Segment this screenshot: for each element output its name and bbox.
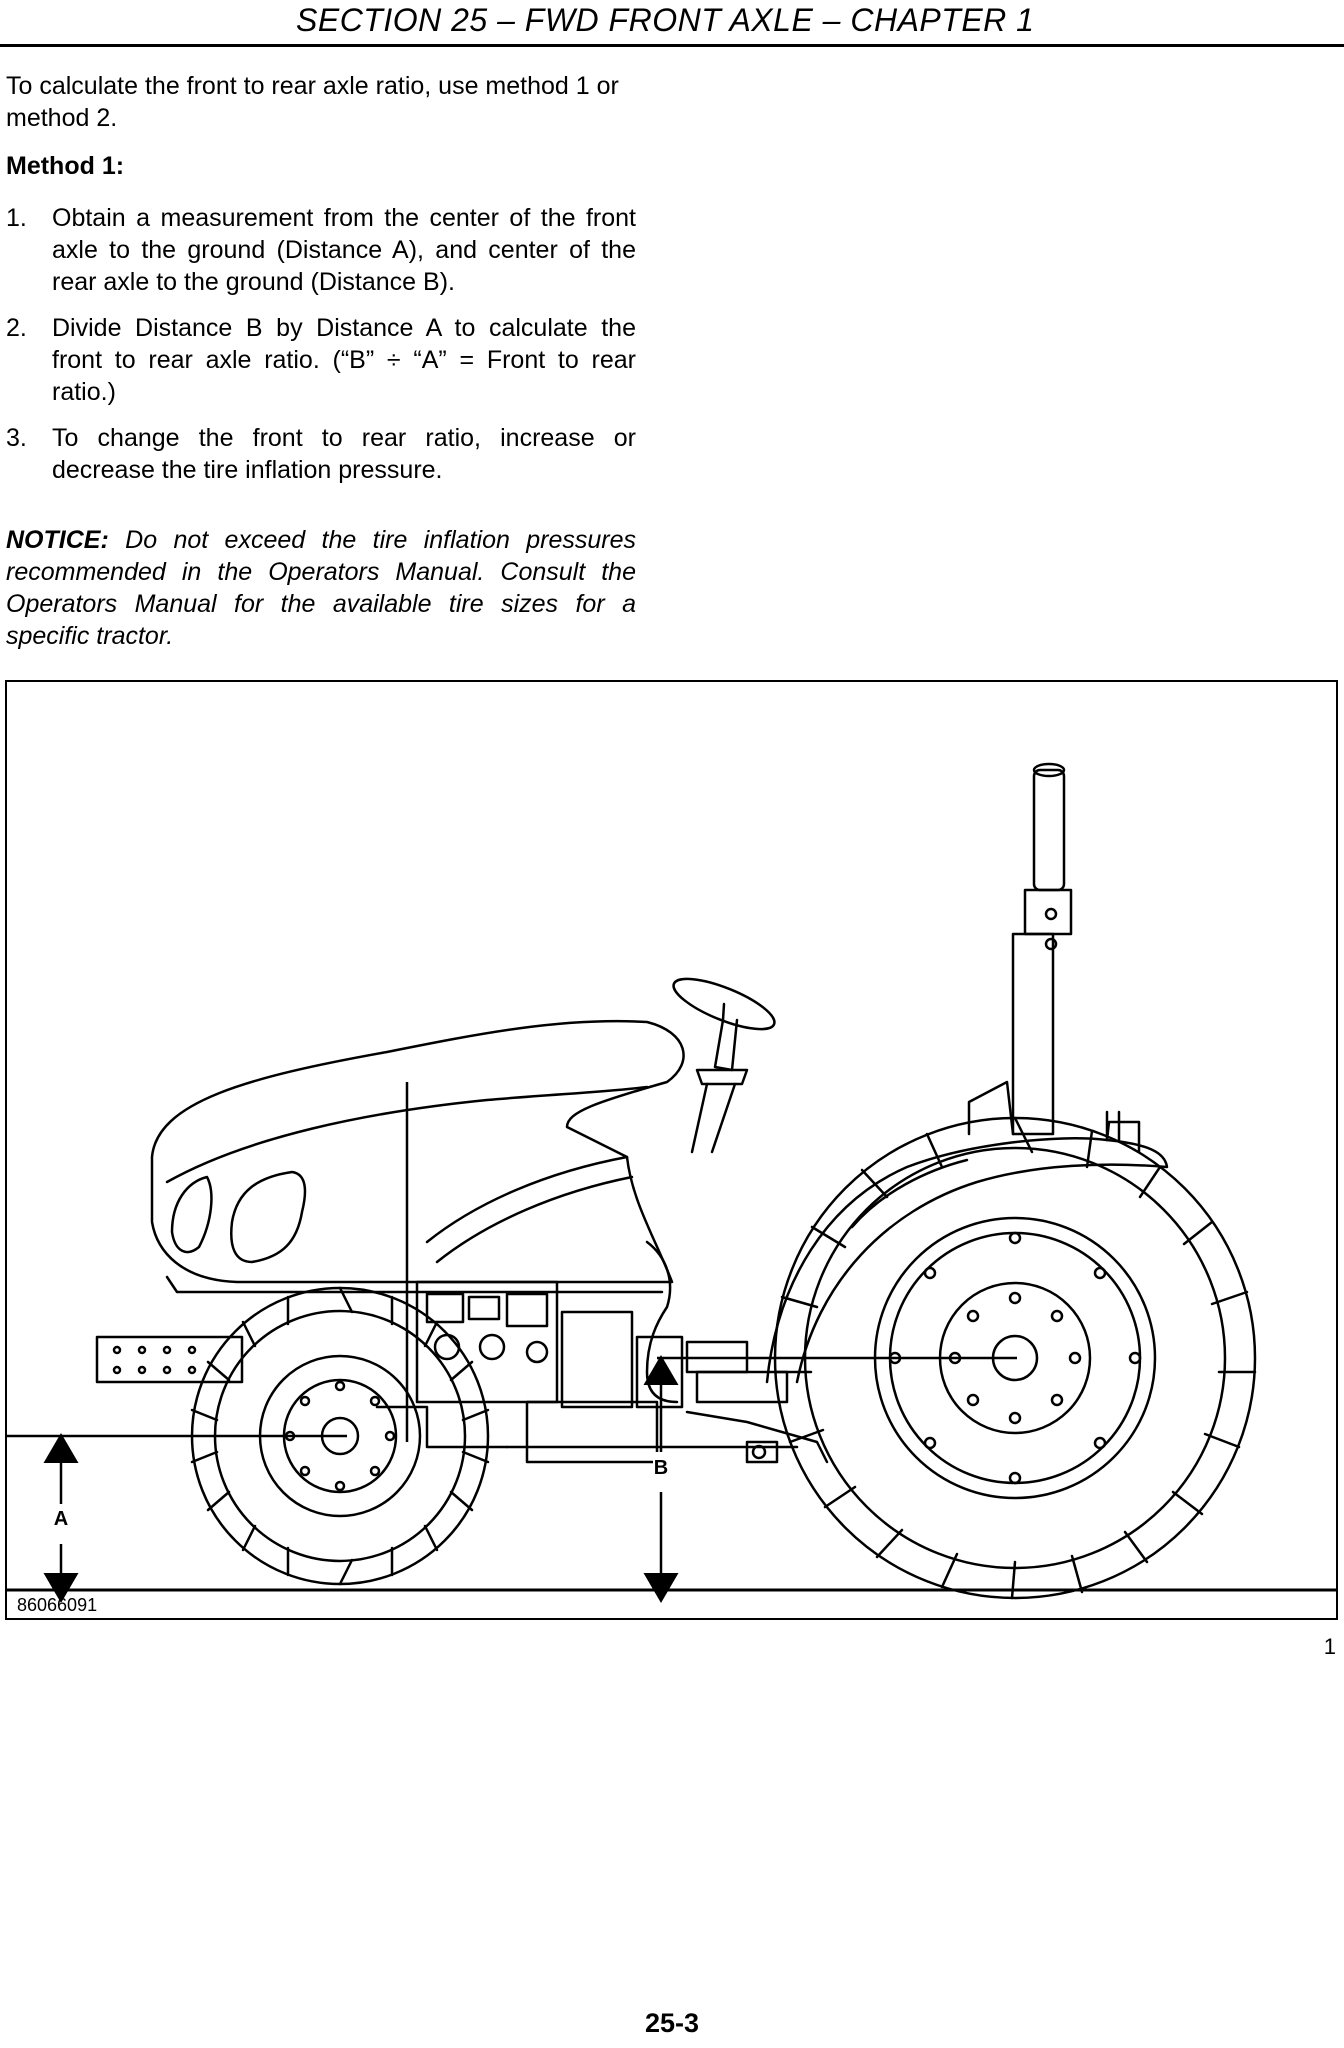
list-item: 3. To change the front to rear ratio, in… <box>6 422 636 486</box>
step-number: 1. <box>6 204 27 232</box>
figure-id: 86066091 <box>17 1595 98 1615</box>
step-text: Obtain a measurement from the center of … <box>52 204 636 296</box>
method-heading: Method 1: <box>6 152 125 180</box>
label-b: B <box>654 1457 668 1479</box>
list-item: 1. Obtain a measurement from the center … <box>6 202 636 298</box>
step-text: To change the front to rear ratio, incre… <box>52 424 636 484</box>
step-number: 2. <box>6 314 27 342</box>
steps-list: 1. Obtain a measurement from the center … <box>6 202 636 500</box>
step-text: Divide Distance B by Distance A to calcu… <box>52 314 636 406</box>
label-a: A <box>54 1508 68 1530</box>
engine-block <box>375 1240 829 1464</box>
hood <box>150 1019 685 1294</box>
figure-number: 1 <box>1323 1634 1336 1659</box>
page-header: SECTION 25 – FWD FRONT AXLE – CHAPTER 1 <box>0 0 1344 47</box>
measurement-lines <box>7 1082 1017 1603</box>
steering-wheel <box>672 977 776 1154</box>
notice-text: Do not exceed the tire inflation pressur… <box>6 526 636 650</box>
section-title: SECTION 25 – FWD FRONT AXLE – CHAPTER 1 <box>296 2 1035 38</box>
step-number: 3. <box>6 424 27 452</box>
rops-frame <box>967 762 1073 1136</box>
intro-paragraph: To calculate the front to rear axle rati… <box>6 72 619 132</box>
notice-label: NOTICE: <box>6 526 109 554</box>
front-bumper <box>95 1335 244 1384</box>
tractor-figure: A B 86066091 <box>5 680 1338 1620</box>
page-number: 25-3 <box>644 2008 700 2038</box>
tractor-illustration: A B <box>7 762 1336 1603</box>
list-item: 2. Divide Distance B by Distance A to ca… <box>6 312 636 408</box>
notice-paragraph: NOTICE: Do not exceed the tire inflation… <box>6 524 636 652</box>
